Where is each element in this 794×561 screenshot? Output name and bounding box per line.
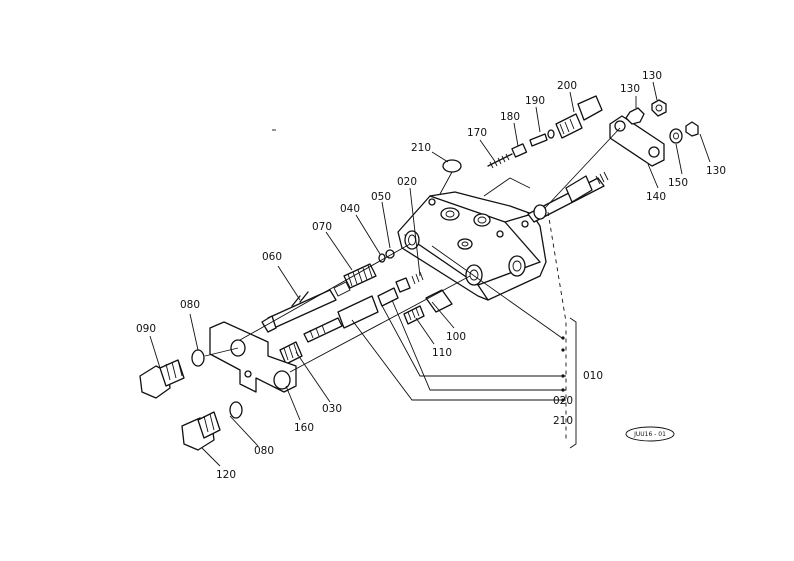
valve-body: [397, 191, 547, 301]
reference-code-stamp: JUU16 - 01: [625, 426, 675, 442]
label-180: 180: [500, 111, 520, 123]
group-bracket: [569, 317, 577, 449]
reference-dots: [561, 336, 565, 402]
lower-spool-assembly: [279, 271, 453, 365]
label-120: 120: [216, 469, 236, 481]
relief-valve-assembly: [487, 95, 603, 169]
label-210-top: 210: [411, 142, 431, 154]
label-190: 190: [525, 95, 545, 107]
plug-090: [139, 359, 185, 399]
label-020-top: 020: [397, 176, 417, 188]
label-030: 030: [322, 403, 342, 415]
leader-lines: [149, 81, 711, 467]
label-140: 140: [646, 191, 666, 203]
label-090: 090: [136, 323, 156, 335]
label-080-upper: 080: [180, 299, 200, 311]
label-050: 050: [371, 191, 391, 203]
label-130-top: 130: [642, 70, 662, 82]
label-100: 100: [446, 331, 466, 343]
part-labels: 090 080 060 070 040 050 020 210 170 180 …: [136, 70, 726, 481]
label-200: 200: [557, 80, 577, 92]
label-020-bottom: 020: [553, 395, 573, 407]
label-170: 170: [467, 127, 487, 139]
label-130-right: 130: [706, 165, 726, 177]
assembly-lines: [204, 127, 621, 440]
plug-120: [181, 411, 221, 451]
o-ring-080-upper: [191, 349, 205, 367]
o-ring-080-lower: [229, 401, 243, 419]
label-130-left: 130: [620, 83, 640, 95]
label-160: 160: [294, 422, 314, 434]
label-080-lower: 080: [254, 445, 274, 457]
label-010: 010: [583, 370, 603, 382]
label-040: 040: [340, 203, 360, 215]
label-210-bottom: 210: [553, 415, 573, 427]
label-110: 110: [432, 347, 452, 359]
lever-shaft-assembly: [527, 99, 699, 223]
bracket-160: [209, 321, 297, 393]
reference-code: JUU16 - 01: [633, 431, 666, 438]
o-ring-210: [442, 159, 462, 173]
label-150: 150: [668, 177, 688, 189]
label-070: 070: [312, 221, 332, 233]
label-060: 060: [262, 251, 282, 263]
